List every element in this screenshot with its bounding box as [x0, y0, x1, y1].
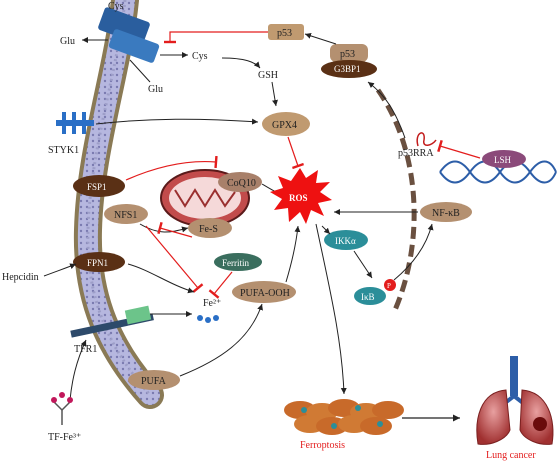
label-p53-complex: p53 [340, 49, 355, 60]
label-p53rra: p53RRA [398, 148, 434, 159]
label-ikka: IKKα [335, 236, 356, 246]
dna-helix [439, 160, 557, 184]
label-ferroptosis: Ferroptosis [300, 440, 345, 451]
tf-fe3-complex [51, 392, 73, 425]
label-fsp1: FSP1 [87, 182, 107, 192]
nuclear-envelope [375, 88, 417, 311]
ikb-node [354, 287, 386, 305]
ferritin-node [214, 253, 262, 271]
label-ros: ROS [289, 193, 308, 203]
label-tf-fe: TF-Fe³⁺ [48, 432, 81, 443]
label-nfkb: NF-κB [432, 208, 460, 219]
fe2-dots [197, 315, 219, 323]
label-lsh: LSH [494, 155, 512, 165]
label-gpx4: GPX4 [272, 120, 297, 131]
label-pufa: PUFA [141, 376, 167, 387]
ikka-node [324, 230, 368, 250]
label-g3bp1: G3BP1 [334, 64, 361, 74]
label-p: P [387, 282, 391, 290]
phospho-badge [384, 279, 396, 291]
label-fe2: Fe²⁺ [203, 298, 221, 309]
label-tfr1: TFR1 [74, 344, 97, 355]
label-ferritin: Ferritin [222, 258, 249, 268]
label-styk1: STYK1 [48, 145, 79, 156]
ros-node: ROS [270, 168, 332, 224]
cell-membrane [73, 0, 164, 409]
label-ikb: IκB [361, 292, 375, 302]
pufa-node [128, 370, 180, 390]
gpx4-node [262, 112, 310, 136]
label-fpn1: FPN1 [87, 258, 108, 268]
nfkb-node [420, 202, 472, 222]
ferroptosis-cells [284, 399, 404, 435]
fsp1-node [73, 175, 125, 197]
label-coq10: CoQ10 [227, 178, 256, 189]
coq10-node [218, 172, 262, 192]
label-glu-bottom: Glu [148, 84, 163, 95]
tfr1-receptor [70, 305, 154, 338]
p53-box-top [268, 24, 304, 40]
slc7a11-transporter [98, 7, 160, 63]
lsh-node [482, 150, 526, 168]
label-cys-top: Cys [108, 1, 124, 12]
fes-node [188, 218, 232, 238]
fpn1-node [73, 252, 125, 272]
label-gsh: GSH [258, 70, 278, 81]
label-cys-right: Cys [192, 51, 208, 62]
label-lung-cancer: Lung cancer [486, 450, 536, 461]
lungs-illustration [476, 356, 554, 445]
label-hepcidin: Hepcidin [2, 272, 39, 283]
label-glu-left: Glu [60, 36, 75, 47]
styk1-receptor [56, 112, 94, 134]
label-fes: Fe-S [199, 224, 218, 235]
label-pufa-ooh: PUFA-OOH [240, 288, 290, 299]
label-nfs1: NFS1 [114, 210, 137, 221]
nfs1-node [104, 204, 148, 224]
pufa-ooh-node [232, 281, 296, 303]
p53-g3bp1-complex: p53 G3BP1 [321, 44, 377, 78]
label-p53-top: p53 [277, 28, 292, 39]
